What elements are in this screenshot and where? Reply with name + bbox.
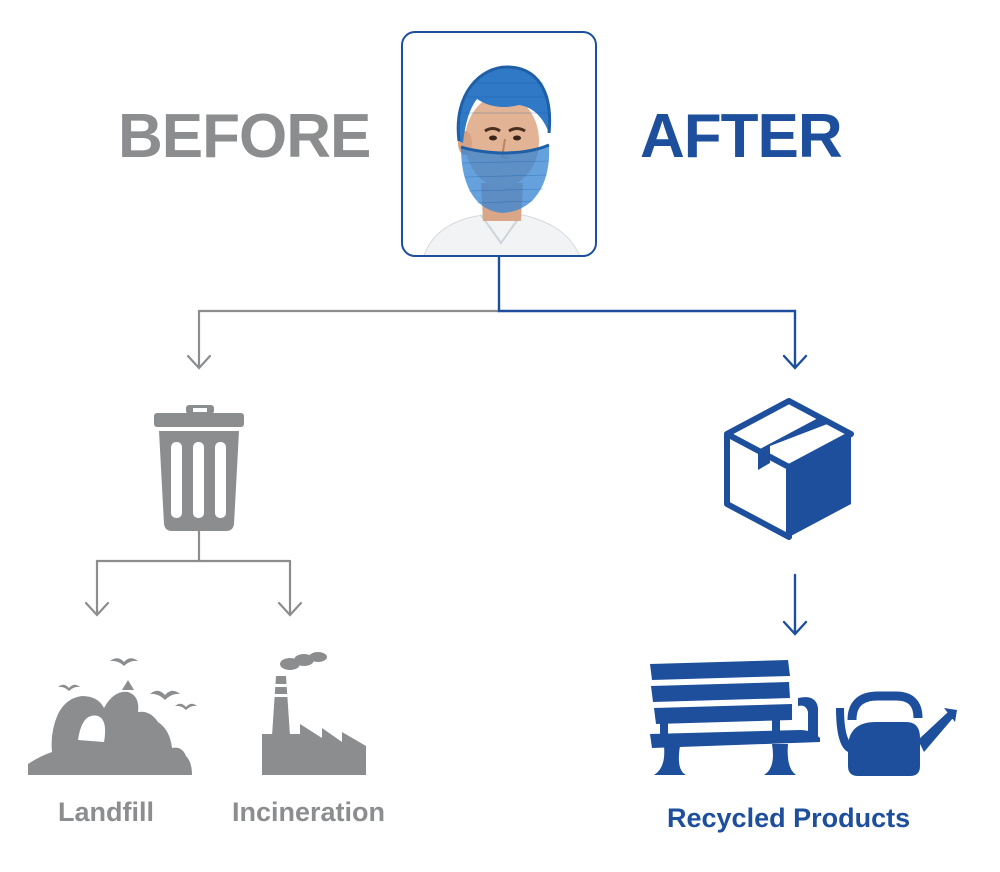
arrow-down-icon bbox=[277, 601, 303, 617]
product-photo-frame bbox=[401, 31, 597, 257]
incineration-label: Incineration bbox=[232, 797, 386, 827]
recycled-products-label: Recycled Products bbox=[667, 803, 911, 833]
trash-can-icon bbox=[154, 405, 244, 531]
beard-cover-photo bbox=[423, 65, 580, 255]
after-title: AFTER bbox=[640, 102, 843, 171]
factory-smokestack-icon bbox=[262, 652, 366, 775]
landfill-icon bbox=[28, 658, 197, 775]
arrow-down-icon bbox=[84, 601, 110, 617]
park-bench-icon bbox=[650, 660, 820, 775]
arrow-down-icon bbox=[782, 354, 808, 370]
arrow-down-icon bbox=[186, 354, 212, 370]
arrow-down-icon bbox=[782, 620, 808, 636]
landfill-label: Landfill bbox=[58, 797, 154, 827]
watering-can-icon bbox=[836, 691, 957, 776]
before-title: BEFORE bbox=[118, 102, 371, 171]
cardboard-box-icon bbox=[724, 398, 854, 540]
connector-to-box bbox=[497, 255, 797, 368]
connector-to-trash bbox=[197, 309, 501, 368]
